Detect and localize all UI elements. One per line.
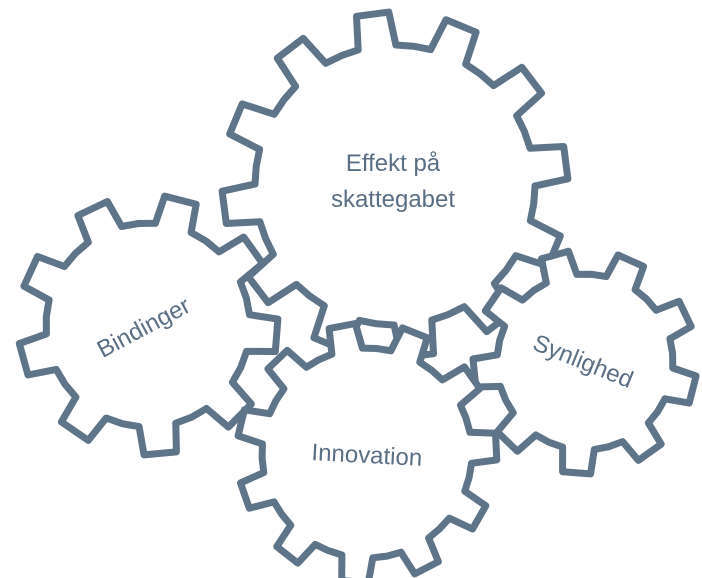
gear-effekt-label-line-2: skattegabet <box>331 186 455 213</box>
gear-effekt-outline <box>218 8 572 362</box>
gear-synlighed: Synlighed <box>469 247 700 478</box>
gear-bindinger: Bindinger <box>15 192 282 459</box>
gear-effekt-label-line-1: Effekt på <box>346 150 441 177</box>
gear-innovation: Innovation <box>234 320 501 578</box>
gear-innovation-label: Innovation <box>311 439 423 472</box>
gear-innovation-outline <box>234 320 501 578</box>
gear-effekt: Effekt på skattegabet <box>218 8 572 362</box>
gear-synlighed-outline <box>469 247 700 478</box>
